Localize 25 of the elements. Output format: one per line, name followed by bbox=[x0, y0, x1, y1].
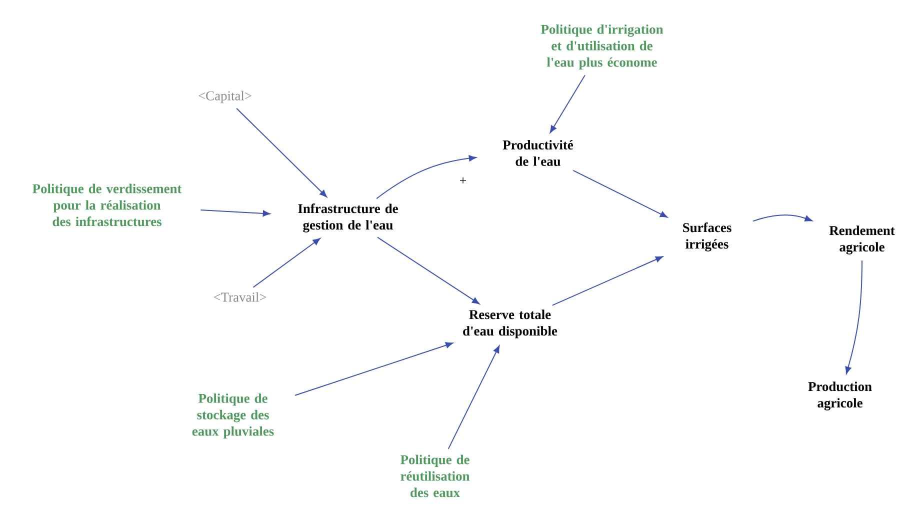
arrow bbox=[376, 155, 476, 200]
arrow bbox=[448, 345, 500, 450]
arrow bbox=[236, 108, 328, 198]
variable-label: Surfaces irrigées bbox=[683, 222, 732, 252]
arrow bbox=[572, 170, 668, 218]
variable-label: Productivité de l'eau bbox=[502, 140, 574, 166]
policy-label: Politique de verdissement pour la réalisation des infrastructures bbox=[32, 184, 182, 226]
arrow bbox=[752, 214, 812, 222]
variable-label: Rendement agricole bbox=[829, 226, 895, 254]
variable-label: Infrastructure de gestion de l'eau bbox=[298, 204, 398, 232]
arrow bbox=[294, 342, 454, 396]
shadow-variable: <Capital> bbox=[198, 90, 252, 104]
arrow bbox=[200, 210, 270, 217]
arrow bbox=[550, 74, 586, 134]
arrow bbox=[376, 236, 480, 304]
arrow bbox=[845, 260, 862, 374]
policy-label: Politique de réutilisation des eaux bbox=[400, 454, 470, 498]
policy-label: Politique d'irrigation et d'utilisation de l'eau plus économe bbox=[540, 24, 664, 70]
variable-label: Production agricole bbox=[808, 382, 872, 410]
shadow-variable: <Travail> bbox=[214, 292, 266, 302]
policy-label: Politique de stockage des eaux pluviales bbox=[192, 393, 274, 439]
arrow bbox=[552, 256, 664, 306]
arrow bbox=[252, 238, 320, 288]
variable-label: Reserve totale d'eau disponible bbox=[463, 310, 558, 338]
edge-label: + bbox=[460, 177, 466, 184]
